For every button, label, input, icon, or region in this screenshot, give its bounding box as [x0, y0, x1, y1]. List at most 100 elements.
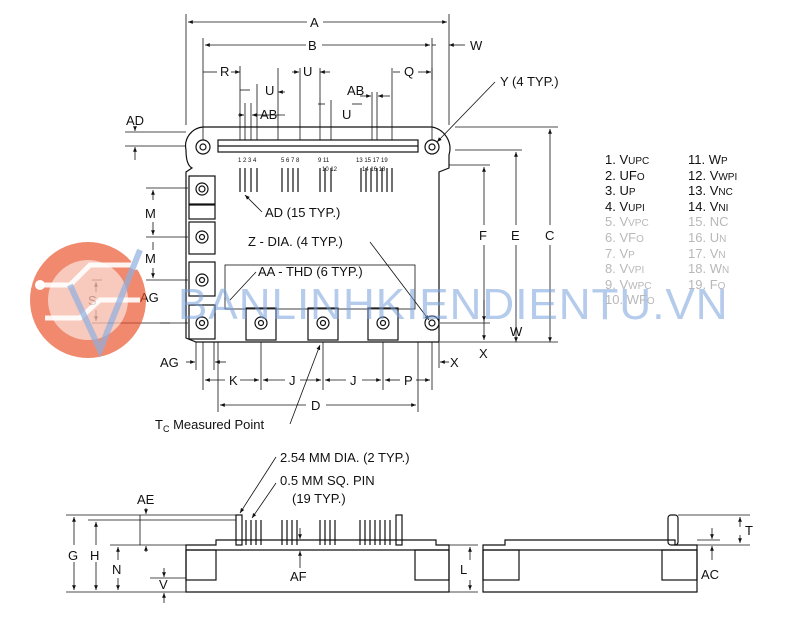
- pin-legend-item: 9. VWPC: [605, 277, 655, 293]
- pin-legend-item: 1. VUPC: [605, 152, 655, 168]
- pin-number: 17.: [688, 245, 710, 261]
- dim-L: L: [460, 562, 467, 577]
- pin-legend-item: 15. NC: [688, 214, 737, 230]
- pin-subscript: N: [721, 265, 730, 277]
- dim-U-1: U: [303, 64, 312, 79]
- callout-z-dia: Z - DIA. (4 TYP.): [248, 234, 343, 249]
- dim-Q: Q: [404, 64, 414, 79]
- dim-K: K: [229, 373, 238, 388]
- pin-number: 19.: [688, 276, 710, 292]
- dim-AE: AE: [137, 492, 155, 507]
- dim-U-2: U: [265, 83, 274, 98]
- tc-sub: C: [163, 424, 170, 434]
- dim-W-top: W: [470, 38, 483, 53]
- dim-V: V: [159, 577, 168, 592]
- pin-number: 8.: [605, 261, 620, 277]
- pin-name: UF: [619, 167, 637, 183]
- dim-B: B: [308, 38, 317, 53]
- pin-number: 13.: [688, 183, 710, 199]
- pin-number: 16.: [688, 229, 710, 245]
- dim-U-3: U: [342, 107, 351, 122]
- dim-M-1: M: [145, 206, 156, 221]
- pin-subscript: N: [718, 249, 726, 261]
- pin-name: V: [709, 198, 719, 214]
- pin-number: 15.: [688, 214, 710, 230]
- dim-W-right: W: [510, 324, 523, 339]
- pin-subscript: UPC: [628, 156, 650, 167]
- pin-name: F: [709, 276, 718, 292]
- dim-C: C: [545, 228, 554, 243]
- dim-R: R: [220, 64, 229, 79]
- dim-D: D: [311, 398, 320, 413]
- leader-lines: [229, 81, 496, 425]
- pin-number: 12.: [688, 167, 710, 183]
- pin-name: V: [619, 214, 629, 230]
- pin-name: U: [619, 183, 629, 199]
- callout-labels: Y (4 TYP.) AD (15 TYP.) Z - DIA. (4 TYP.…: [155, 74, 559, 434]
- pin-legend-item: 13. VNC: [688, 183, 737, 199]
- callout-pin-dia: 2.54 MM DIA. (2 TYP.): [280, 450, 410, 465]
- terminal-bottom-2: [307, 307, 339, 341]
- dim-AF: AF: [290, 569, 307, 584]
- pin-number: 3.: [605, 183, 620, 199]
- pin-legend-item: 5. VVPC: [605, 214, 655, 230]
- side-view-left: [185, 514, 450, 593]
- dim-M-2: M: [145, 251, 156, 266]
- side-dimension-lines: [66, 456, 750, 603]
- dim-AC: AC: [701, 567, 719, 582]
- pin-number: 2.: [605, 167, 620, 183]
- pin-number: 9.: [605, 276, 620, 292]
- pin-name: V: [709, 183, 719, 199]
- watermark-text: BANLINHKIENDIENTU.VN: [178, 280, 729, 329]
- dim-F: F: [479, 228, 487, 243]
- pin-subscript: P: [721, 156, 728, 167]
- pin-subscript: N: [719, 233, 727, 245]
- callout-sq-pin-2: (19 TYP.): [292, 491, 346, 506]
- pin-name: NC: [709, 214, 729, 230]
- dim-G: G: [68, 548, 78, 563]
- pin-number: 5.: [605, 214, 620, 230]
- pin-name: U: [709, 229, 720, 245]
- pin-subscript: NC: [718, 187, 733, 199]
- top-view: [184, 126, 451, 343]
- watermark-logo: [30, 242, 146, 358]
- terminal-block-2: [188, 221, 216, 255]
- tc-T: T: [155, 417, 163, 432]
- pin-name: V: [709, 245, 719, 261]
- pin-legend-item: 17. VN: [688, 246, 737, 262]
- dim-P: P: [404, 373, 413, 388]
- pin-legend-item: 16. UN: [688, 230, 737, 246]
- pin-legend-item: 2. UFO: [605, 168, 655, 184]
- pin-subscript: VPC: [628, 218, 649, 230]
- pin-number: 10.: [605, 292, 627, 308]
- dim-N: N: [112, 562, 121, 577]
- pin-group-2-label: 5 6 7 8: [281, 158, 300, 164]
- terminal-bottom-1: [245, 307, 277, 341]
- pin-number: 4.: [605, 198, 620, 214]
- pin-name: W: [709, 261, 722, 277]
- pin-number: 14.: [688, 198, 710, 214]
- dim-J-1: J: [289, 373, 296, 388]
- terminal-block-1: [188, 175, 216, 205]
- pin-legend-item: 18. WN: [688, 261, 737, 277]
- callout-aa-thd: AA - THD (6 TYP.): [258, 264, 363, 279]
- pin-legend-item: 11. WP: [688, 152, 737, 168]
- dim-X-bottom: X: [450, 355, 459, 370]
- dim-AD: AD: [126, 113, 144, 128]
- pin-name: WF: [626, 292, 647, 308]
- pin-legend-item: 8. VVPI: [605, 261, 655, 277]
- pin-legend-item: 19. FO: [688, 277, 737, 293]
- pin-subscript: O: [636, 171, 645, 183]
- terminal-bottom-3: [367, 307, 399, 341]
- pin-legend-item: 4. VUPI: [605, 199, 655, 215]
- dim-A: A: [310, 15, 319, 30]
- pin-name: V: [619, 198, 629, 214]
- pin-subscript: O: [717, 280, 726, 292]
- dim-E: E: [511, 228, 520, 243]
- pin-number: 11.: [688, 152, 709, 167]
- pin-subscript: WPC: [628, 280, 652, 292]
- terminal-block-3: [188, 261, 216, 297]
- dim-AG-2: AG: [160, 355, 179, 370]
